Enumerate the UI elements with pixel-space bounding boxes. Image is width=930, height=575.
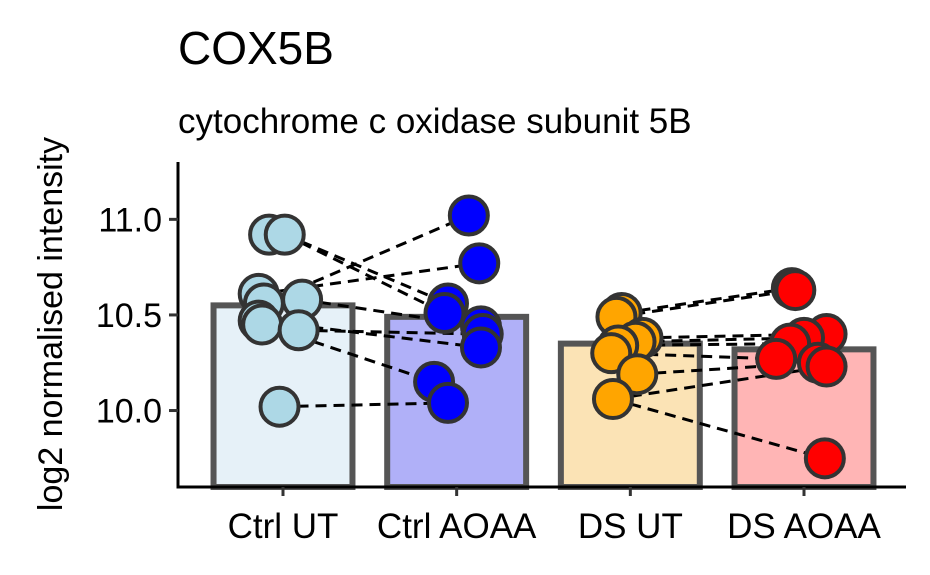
point-ctrl-ut-1 — [263, 213, 306, 256]
pair-line-7 — [261, 323, 435, 384]
y-tick-label-0: 10.0 — [96, 393, 162, 431]
point-ds-aoaa-5 — [755, 337, 798, 380]
y-axis-label: log2 normalised intensity — [32, 137, 70, 511]
point-ctrl-ut-6 — [241, 303, 284, 346]
point-ds-ut-7 — [591, 378, 634, 421]
x-tick-label-ds-aoaa: DS AOAA — [727, 507, 881, 546]
point-ctrl-aoaa-3 — [423, 292, 466, 335]
points-layer — [237, 194, 848, 480]
pair-line-10 — [616, 288, 796, 319]
y-tick-label-1: 10.5 — [96, 297, 162, 335]
point-ctrl-aoaa-1 — [458, 242, 501, 285]
point-ctrl-aoaa-8 — [426, 381, 469, 424]
pair-line-1 — [284, 233, 446, 315]
chart-title: COX5B — [178, 22, 334, 74]
pair-line-8 — [279, 401, 449, 409]
chart-subtitle: cytochrome c oxidase subunit 5B — [178, 102, 692, 141]
pair-line-0 — [284, 233, 449, 305]
point-ctrl-aoaa-6 — [459, 326, 502, 369]
y-tick-label-2: 11.0 — [98, 201, 162, 239]
point-ctrl-ut-7 — [277, 309, 320, 352]
bar-ds-aoaa — [731, 346, 877, 490]
x-tick-label-ctrl-aoaa: Ctrl AOAA — [377, 507, 537, 546]
x-tick-label-ctrl-ut: Ctrl UT — [228, 507, 339, 546]
pair-line-6 — [298, 328, 483, 336]
pair-line-12 — [635, 336, 805, 344]
x-tick-label-ds-ut: DS UT — [578, 507, 683, 546]
pair-line-16 — [612, 397, 826, 460]
point-ctrl-aoaa-0 — [447, 194, 490, 237]
point-ds-aoaa-7 — [805, 345, 848, 388]
point-ds-ut-6 — [616, 353, 659, 396]
pair-line-9 — [621, 286, 793, 315]
point-ctrl-ut-8 — [258, 385, 301, 428]
point-ds-aoaa-1 — [774, 269, 817, 312]
point-ds-aoaa-8 — [803, 437, 846, 480]
